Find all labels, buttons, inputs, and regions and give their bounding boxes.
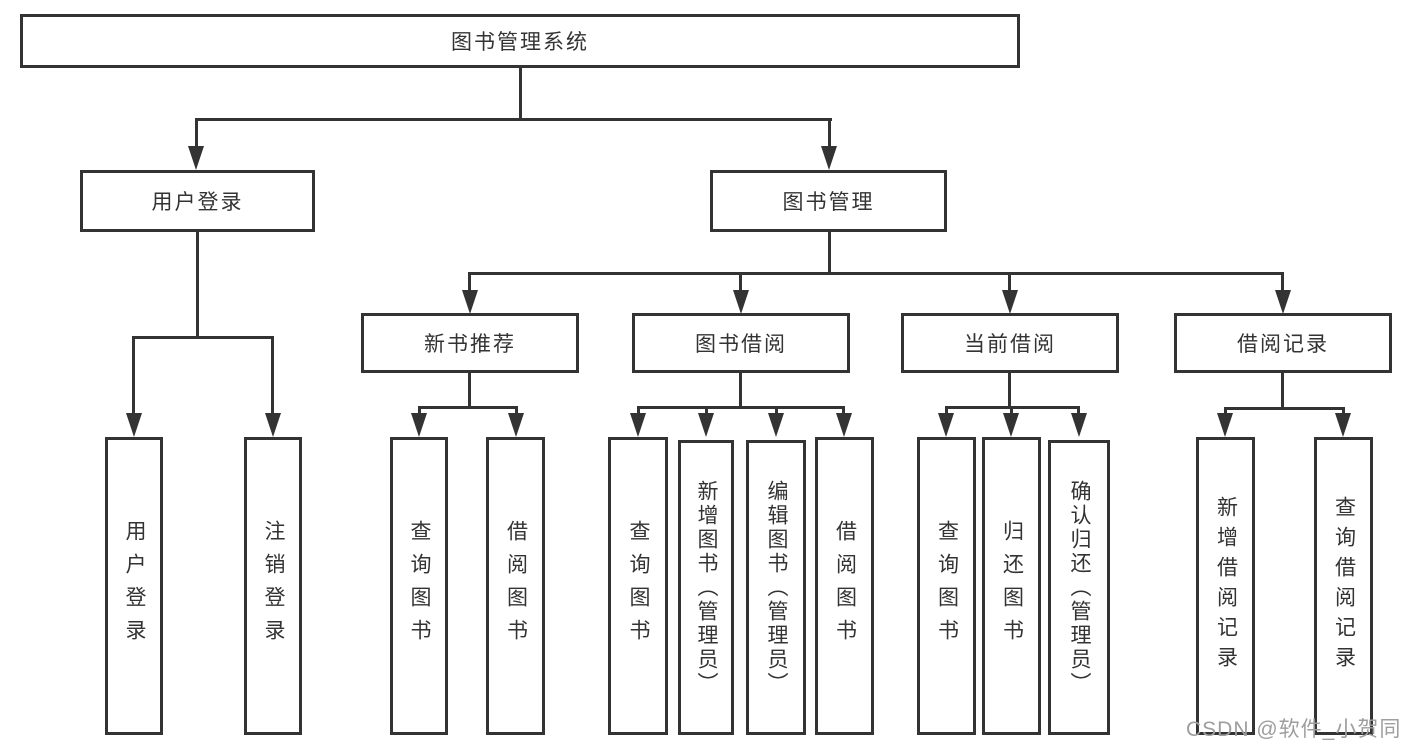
node-current-borrowing-label: 当前借阅 [964,333,1056,356]
connector-line [133,336,274,339]
connector-line [1077,406,1080,415]
leaf-record-add-record: 新增借阅记录 [1196,437,1255,735]
connector-line [828,118,831,150]
connector-line [196,118,832,121]
leaf-current-query-book-label: 查询图书 [935,520,959,652]
node-book-management-label: 图书管理 [782,191,875,214]
connector-line [945,406,948,415]
node-book-management: 图书管理 [710,170,947,232]
leaf-borrow-add-book-admin-label: 新增图书（管理员） [695,479,718,696]
connector-line [842,406,845,415]
connector-arrowhead [630,413,646,437]
connector-arrowhead [938,413,954,437]
connector-arrowhead [836,413,852,437]
connector-line [1008,373,1011,406]
leaf-record-query-record: 查询借阅记录 [1314,437,1373,735]
node-current-borrowing: 当前借阅 [901,313,1119,373]
connector-arrowhead [1071,413,1087,437]
connector-arrowhead [733,290,749,314]
node-root: 图书管理系统 [20,14,1020,68]
connector-arrowhead [1003,413,1019,437]
connector-line [739,272,742,290]
connector-line [196,232,199,336]
connector-arrowhead [821,146,837,170]
connector-line [468,272,471,290]
leaf-current-confirm-return-admin: 确认归还（管理员） [1048,440,1110,735]
leaf-borrow-add-book-admin: 新增图书（管理员） [678,440,734,735]
leaf-record-add-record-label: 新增借阅记录 [1214,496,1238,676]
connector-arrowhead [1217,413,1233,437]
connector-line [1008,272,1011,290]
connector-arrowhead [462,290,478,314]
connector-line [1342,407,1345,415]
connector-arrowhead [698,413,714,437]
connector-line [1281,272,1284,290]
csdn-watermark: CSDN @软件_小贺同学 [1186,718,1402,741]
connector-arrowhead [1335,413,1351,437]
connector-line [828,232,831,272]
connector-line [418,406,421,415]
connector-arrowhead [508,413,524,437]
connector-line [637,406,640,415]
connector-line [637,406,845,409]
connector-line [132,336,135,413]
node-borrowing-records: 借阅记录 [1174,313,1392,373]
leaf-current-query-book: 查询图书 [917,437,976,735]
leaf-user-login: 用户登录 [105,437,163,735]
node-book-borrowing-label: 图书借阅 [695,333,787,356]
leaf-borrow-borrow-book: 借阅图书 [815,437,874,735]
leaf-rec-borrow-book-label: 借阅图书 [504,520,528,652]
connector-line [271,336,274,413]
leaf-record-query-record-label: 查询借阅记录 [1332,496,1356,676]
leaf-borrow-borrow-book-label: 借阅图书 [833,520,857,652]
node-borrowing-records-label: 借阅记录 [1237,333,1329,356]
connector-line [739,373,742,406]
connector-arrowhead [126,413,142,437]
leaf-logout-label: 注销登录 [262,520,285,652]
leaf-current-confirm-return-admin-label: 确认归还（管理员） [1068,479,1091,696]
connector-line [418,406,518,409]
connector-line [468,373,471,406]
connector-line [1010,406,1013,415]
connector-arrowhead [188,146,204,170]
leaf-user-login-label: 用户登录 [123,520,146,652]
connector-line [1281,373,1284,407]
leaf-rec-query-book: 查询图书 [390,437,448,735]
leaf-logout: 注销登录 [244,437,302,735]
connector-arrowhead [1002,290,1018,314]
leaf-borrow-query-book: 查询图书 [608,437,668,735]
leaf-borrow-edit-book-admin: 编辑图书（管理员） [746,440,806,735]
leaf-borrow-edit-book-admin-label: 编辑图书（管理员） [765,479,788,696]
connector-arrowhead [411,413,427,437]
connector-arrowhead [265,413,281,437]
connector-line [1224,407,1345,410]
leaf-rec-borrow-book: 借阅图书 [486,437,545,735]
node-user-login-label: 用户登录 [151,191,244,214]
node-new-book-recommend-label: 新书推荐 [424,333,516,356]
connector-line [775,406,778,415]
node-book-borrowing: 图书借阅 [632,313,850,373]
node-new-book-recommend: 新书推荐 [361,313,579,373]
connector-arrowhead [768,413,784,437]
connector-line [1224,407,1227,415]
connector-line [195,118,198,150]
connector-line [705,406,708,415]
connector-arrowhead [1275,290,1291,314]
leaf-borrow-query-book-label: 查询图书 [627,520,650,652]
connector-line [468,272,1284,275]
leaf-rec-query-book-label: 查询图书 [408,520,431,652]
node-user-login: 用户登录 [80,170,315,232]
leaf-current-return-book-label: 归还图书 [1000,520,1024,652]
connector-line [519,68,522,118]
connector-line [515,406,518,415]
leaf-current-return-book: 归还图书 [982,437,1041,735]
node-root-label: 图书管理系统 [451,31,589,54]
